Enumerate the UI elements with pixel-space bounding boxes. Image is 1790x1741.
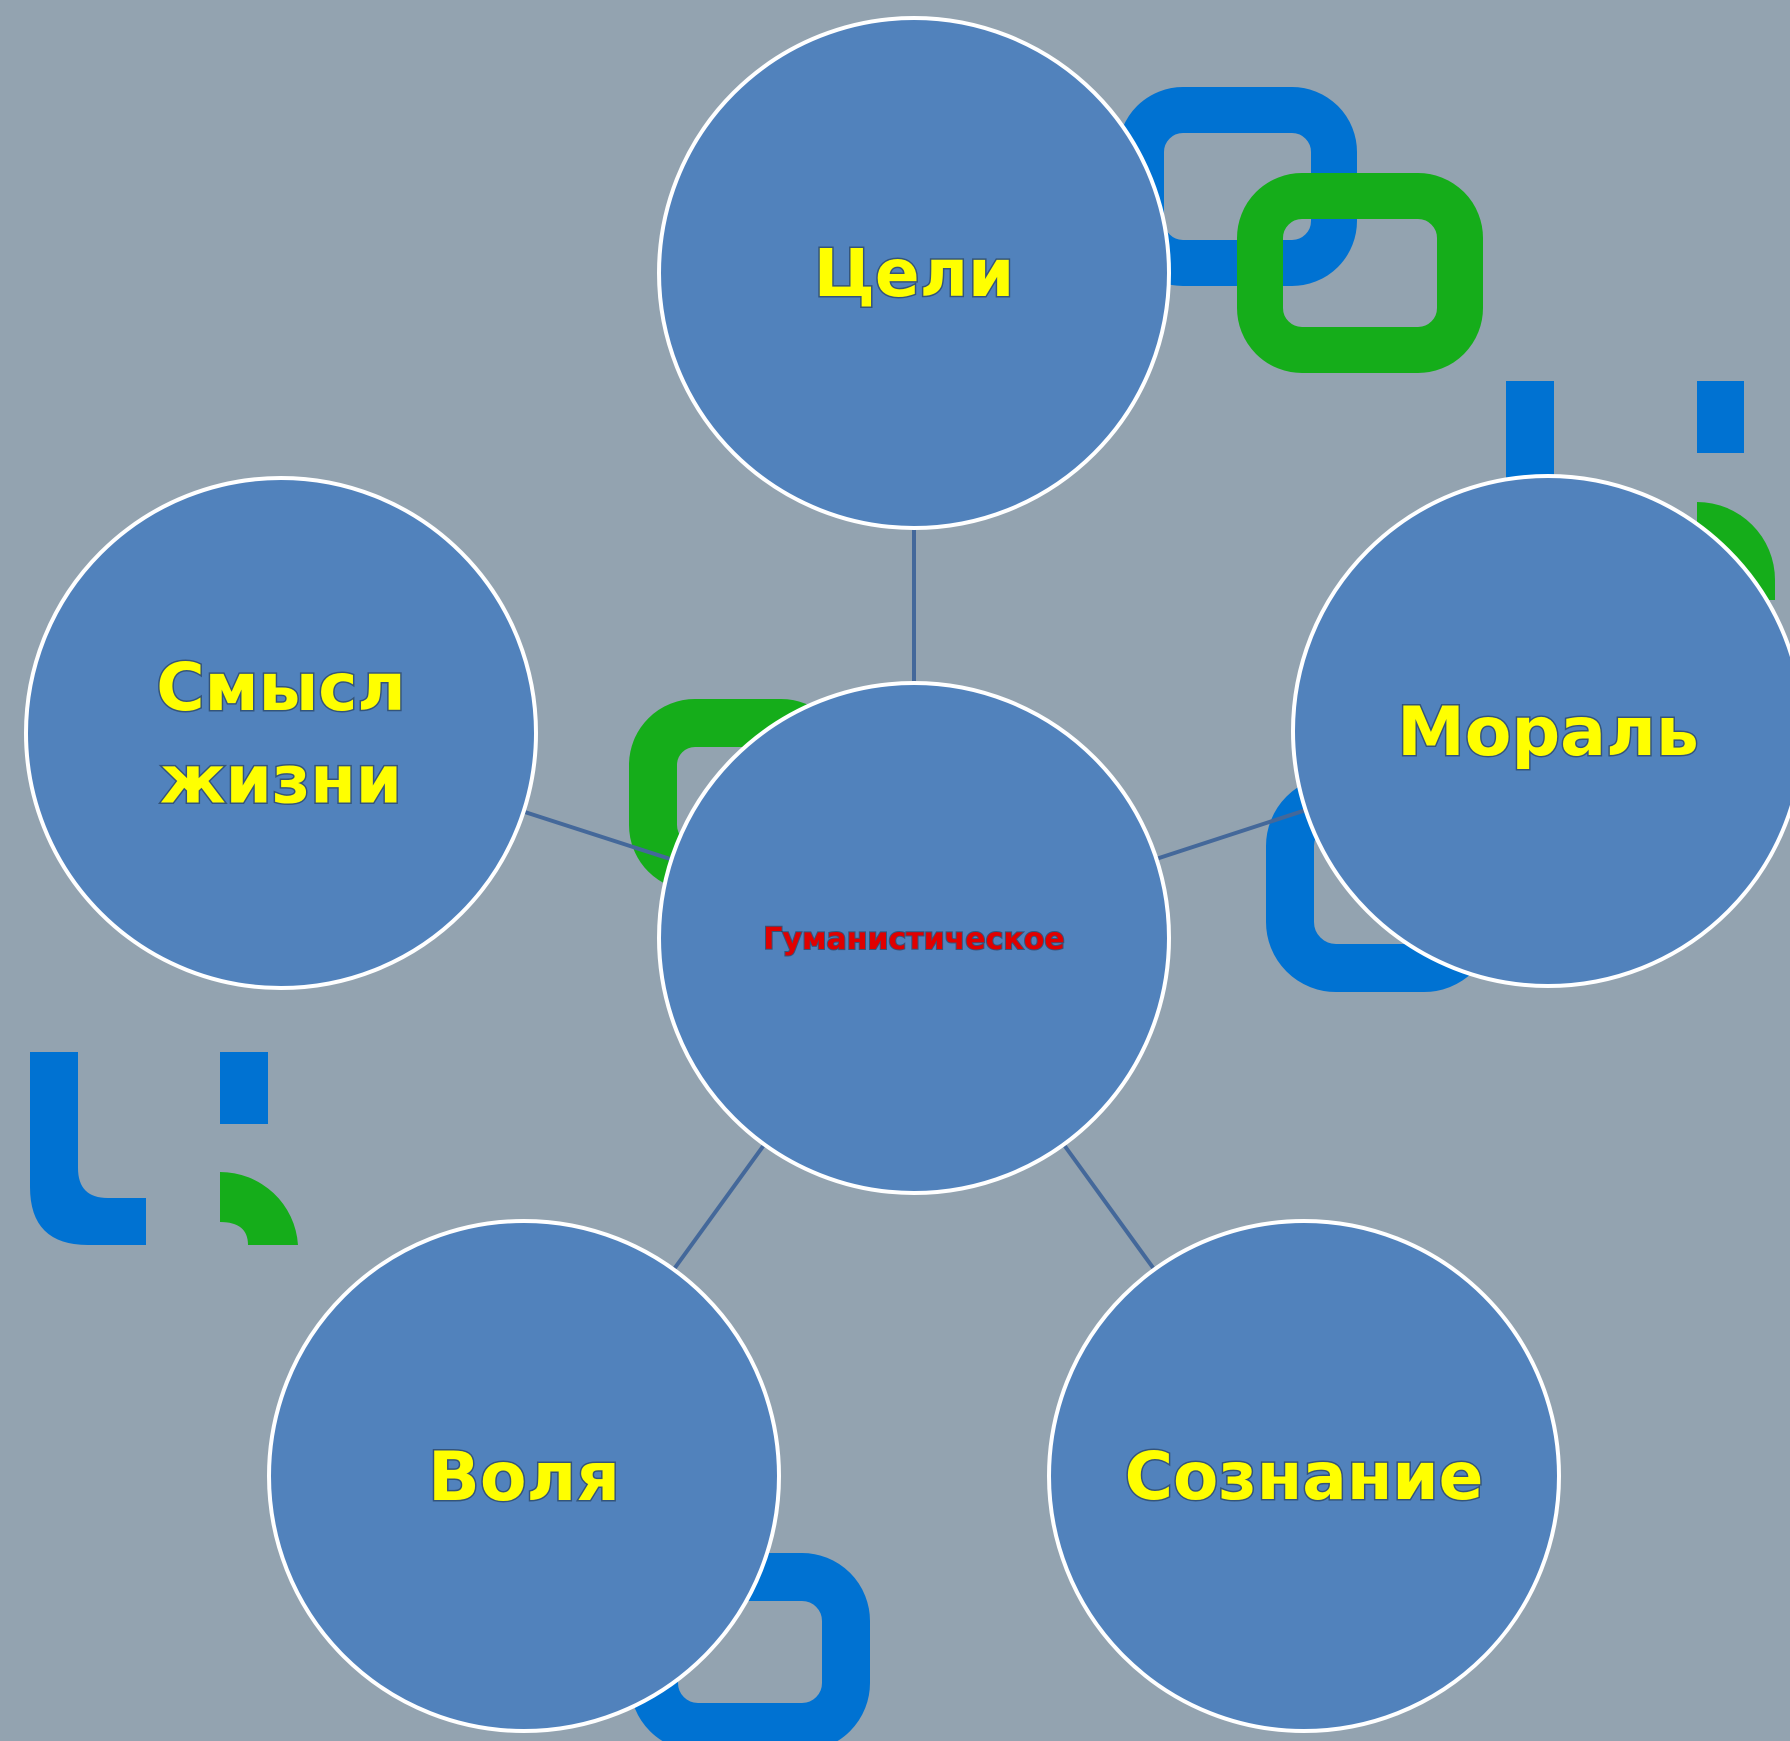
- node-goals: Цели: [657, 16, 1171, 530]
- connector-consciousness: [1062, 1143, 1156, 1271]
- connector-will: [672, 1143, 766, 1271]
- node-center-label: Гуманистическое: [763, 922, 1064, 957]
- node-consciousness-circle: [1047, 1219, 1561, 1733]
- node-morality: Мораль: [1291, 474, 1790, 988]
- deco-blue-bar-right-2: [1697, 381, 1744, 453]
- node-morality-label: Мораль: [1397, 693, 1699, 772]
- node-center: Гуманистическое: [657, 681, 1171, 1195]
- node-consciousness: Сознание: [1047, 1219, 1561, 1733]
- deco-blue-bar-left: [220, 1052, 268, 1124]
- node-meaning-of-life-label: Смысл: [156, 649, 406, 726]
- node-morality-circle: [1291, 474, 1790, 988]
- node-center-circle: [657, 681, 1171, 1195]
- node-goals-circle: [657, 16, 1171, 530]
- node-will-circle: [267, 1219, 781, 1733]
- node-will: Воля: [267, 1219, 781, 1733]
- node-will-label: Воля: [428, 1438, 620, 1517]
- node-meaning-of-life-circle: [24, 476, 538, 990]
- deco-green-link-top: [1237, 173, 1483, 373]
- deco-green-arc-left: [220, 1171, 298, 1245]
- node-meaning-of-life: Смысл жизни: [24, 476, 538, 990]
- node-consciousness-label: Сознание: [1125, 1438, 1484, 1515]
- connectors: [522, 528, 1307, 1271]
- connector-morality: [1155, 808, 1307, 861]
- node-meaning-of-life-label: жизни: [160, 741, 402, 818]
- deco-blue-corner-left: [30, 1052, 146, 1245]
- connector-meaning-of-life: [522, 809, 673, 862]
- deco-blue-bar-right-1: [1506, 381, 1554, 491]
- node-goals-label: Цели: [814, 235, 1015, 312]
